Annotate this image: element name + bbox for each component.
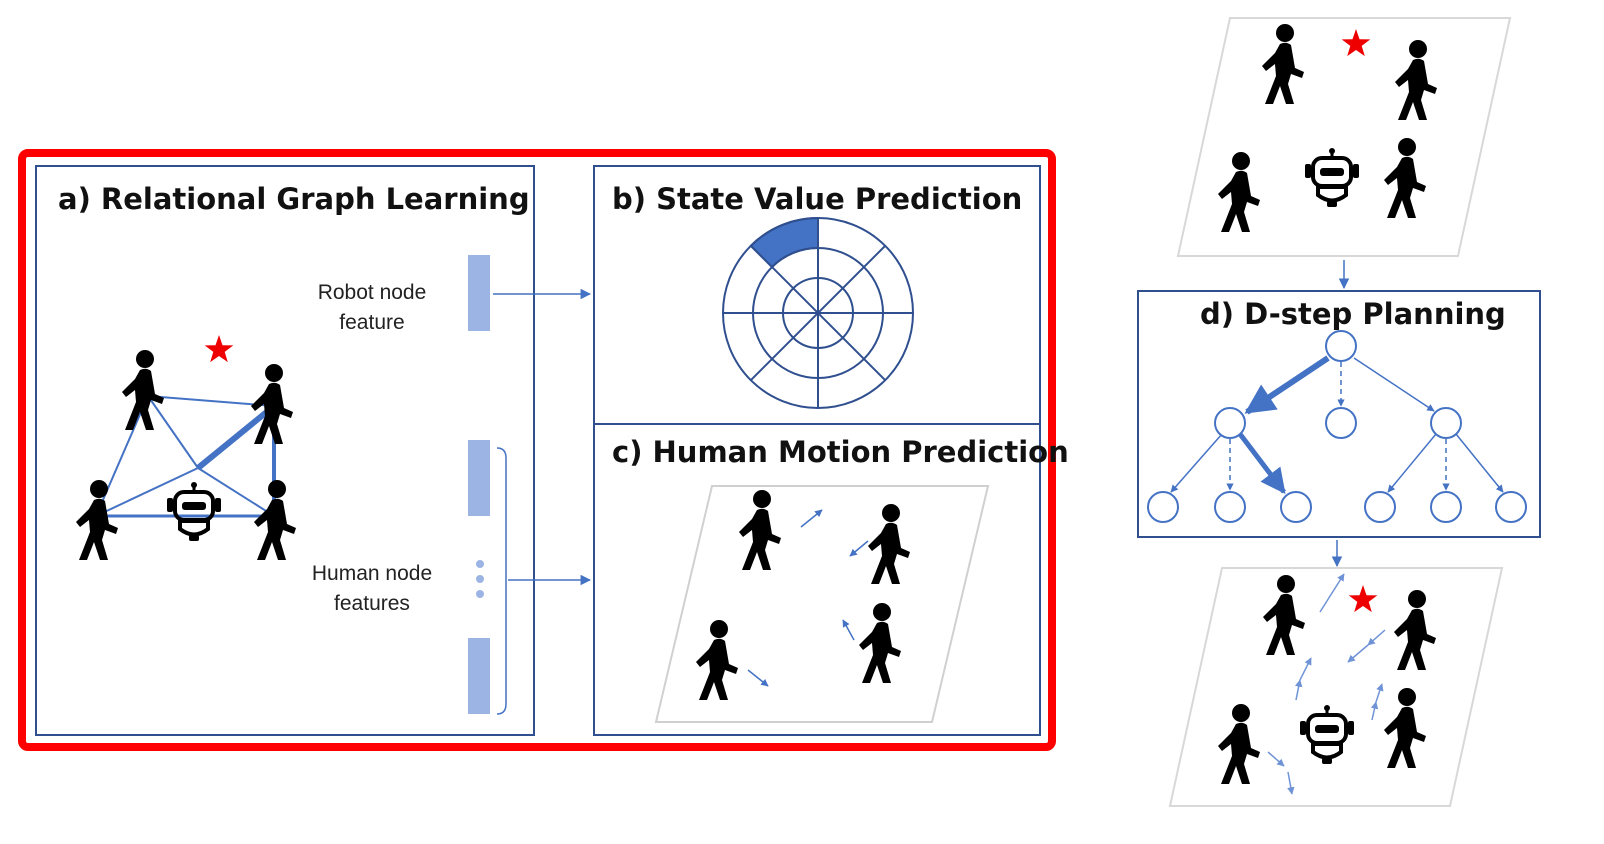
panel-b-title: b) State Value Prediction bbox=[612, 182, 1023, 216]
human-icon bbox=[1263, 575, 1305, 655]
current-scene bbox=[1176, 17, 1512, 257]
human-icon bbox=[1395, 40, 1437, 120]
human-icon bbox=[1218, 704, 1260, 784]
goal-star-icon bbox=[1341, 29, 1371, 57]
predicted-scene bbox=[1168, 567, 1504, 807]
tree-node-icon bbox=[1325, 330, 1357, 362]
human-icon bbox=[1384, 688, 1426, 768]
tree-node-icon bbox=[1214, 491, 1246, 523]
tree-nodes bbox=[1147, 330, 1527, 523]
ellipsis-dot bbox=[476, 560, 484, 568]
planning-tree bbox=[1170, 355, 1504, 494]
features-bracket bbox=[496, 447, 507, 715]
human-icon bbox=[1262, 24, 1304, 104]
tree-node-icon bbox=[1430, 491, 1462, 523]
human-feature-bar bbox=[468, 638, 490, 714]
human-feature-label-line: features bbox=[334, 592, 410, 615]
ellipsis-dot bbox=[476, 575, 484, 583]
human-feature-label-line: Human node bbox=[311, 562, 433, 585]
tree-node-icon bbox=[1214, 407, 1246, 439]
value-map-icon bbox=[722, 216, 914, 409]
human-icon bbox=[1394, 590, 1436, 670]
panel-a-box bbox=[35, 165, 535, 736]
robot-icon bbox=[1303, 146, 1361, 209]
tree-node-icon bbox=[1280, 491, 1312, 523]
tree-node-icon bbox=[1495, 491, 1527, 523]
robot-feature-bar bbox=[468, 255, 490, 331]
panel-d-title: d) D-step Planning bbox=[1200, 297, 1506, 331]
robot-feature-label-line: feature bbox=[339, 311, 405, 334]
human-icon bbox=[1218, 152, 1260, 232]
robot-feature-label-line: Robot node bbox=[317, 281, 427, 304]
human-feature-bar bbox=[468, 440, 490, 516]
human-feature-label: Human node features bbox=[292, 559, 452, 619]
panel-a-title: a) Relational Graph Learning bbox=[58, 182, 530, 216]
tree-node-icon bbox=[1147, 491, 1179, 523]
trajectory-arrows bbox=[1267, 573, 1386, 795]
highlight-frame bbox=[18, 149, 1056, 751]
motion-scene bbox=[654, 485, 990, 723]
robot-icon bbox=[1298, 703, 1356, 766]
tree-node-icon bbox=[1430, 407, 1462, 439]
robot-feature-label: Robot node feature bbox=[292, 278, 452, 338]
tree-node-icon bbox=[1325, 407, 1357, 439]
ellipsis-dot bbox=[476, 590, 484, 598]
tree-node-icon bbox=[1364, 491, 1396, 523]
human-icon bbox=[1384, 138, 1426, 218]
goal-star-icon bbox=[1348, 585, 1378, 613]
motion-arrows bbox=[747, 509, 869, 687]
panel-c-title: c) Human Motion Prediction bbox=[612, 435, 1069, 469]
